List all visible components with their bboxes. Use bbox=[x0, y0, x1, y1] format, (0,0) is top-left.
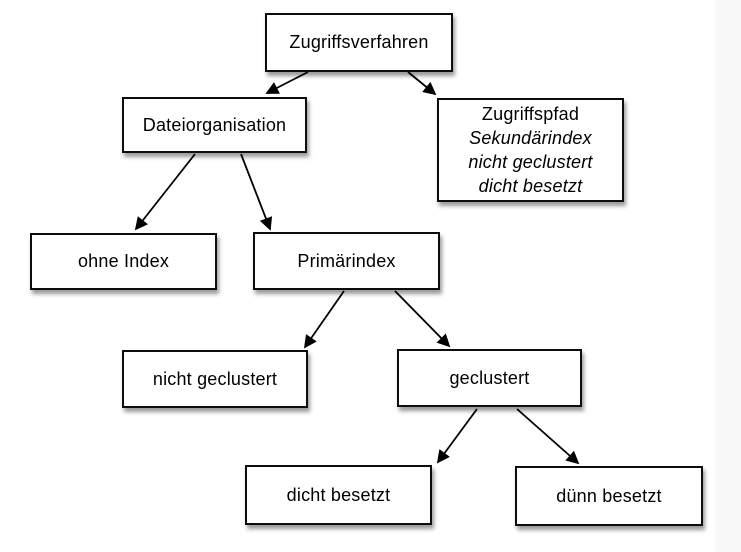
node-primaerindex: Primärindex bbox=[253, 232, 440, 290]
edge-zugriffsverfahren-zugriffspfad bbox=[407, 71, 437, 96]
edge-dateiorganisation-primaerindex bbox=[240, 153, 273, 231]
node-label: Primärindex bbox=[297, 250, 396, 271]
node-duenn-besetzt: dünn besetzt bbox=[515, 466, 703, 526]
node-nicht-geclustert: nicht geclustert bbox=[122, 350, 308, 408]
node-subline: Sekundärindex bbox=[469, 128, 592, 148]
edge-primaerindex-geclustert bbox=[394, 290, 451, 348]
edge-zugriffsverfahren-dateiorganisation bbox=[265, 71, 309, 94]
node-multiline-label: Zugriffspfad Sekundärindex nicht geclust… bbox=[468, 102, 592, 198]
node-title: Zugriffspfad bbox=[481, 104, 580, 124]
node-label: nicht geclustert bbox=[152, 368, 278, 389]
node-subline: nicht geclustert bbox=[468, 152, 593, 172]
node-zugriffspfad: Zugriffspfad Sekundärindex nicht geclust… bbox=[437, 98, 624, 202]
right-margin-strip bbox=[715, 0, 741, 552]
node-subline: dicht besetzt bbox=[478, 176, 583, 196]
node-geclustert: geclustert bbox=[397, 349, 582, 407]
edge-geclustert-duenn-besetzt bbox=[516, 408, 580, 465]
node-dateiorganisation: Dateiorganisation bbox=[122, 97, 307, 153]
edge-primaerindex-nicht-geclustert bbox=[303, 290, 345, 349]
node-label: dünn besetzt bbox=[556, 485, 662, 506]
edge-dateiorganisation-ohne-index bbox=[134, 153, 196, 231]
node-label: ohne Index bbox=[77, 251, 170, 271]
edge-geclustert-dicht-besetzt bbox=[436, 408, 478, 464]
node-label: Zugriffsverfahren bbox=[289, 32, 429, 52]
node-label: dicht besetzt bbox=[286, 484, 391, 505]
node-zugriffsverfahren: Zugriffsverfahren bbox=[265, 13, 453, 72]
node-ohne-index: ohne Index bbox=[30, 233, 217, 290]
node-dicht-besetzt: dicht besetzt bbox=[245, 465, 432, 525]
node-label: geclustert bbox=[449, 367, 530, 388]
node-label: Dateiorganisation bbox=[142, 114, 287, 135]
